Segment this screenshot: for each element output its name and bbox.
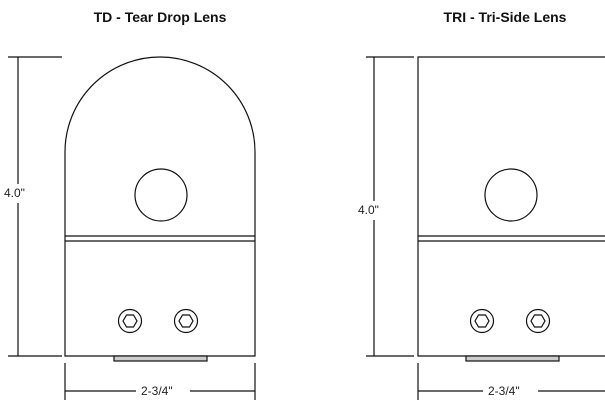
tri-side-height-dimension-lines — [366, 56, 414, 357]
tri-side-lens-base-bar — [465, 355, 560, 362]
tri-side-height-label: 4.0" — [358, 203, 379, 217]
tear-drop-width-label: 2-3/4" — [137, 384, 177, 398]
tear-drop-lens-base-bar — [113, 355, 208, 362]
tear-drop-lens-mount-hole — [134, 168, 188, 222]
tri-side-lens-mount-hole — [484, 168, 538, 222]
tear-drop-title: TD - Tear Drop Lens — [93, 9, 227, 25]
tear-drop-width-dimension-lines — [64, 363, 256, 400]
tear-drop-hex-screw-left — [117, 308, 143, 334]
tear-drop-height-dimension-lines — [8, 56, 62, 357]
tri-side-hex-screw-left — [469, 308, 495, 334]
tri-side-width-dimension-lines — [417, 363, 605, 400]
tri-side-lens-body — [417, 56, 605, 357]
tri-side-hex-screw-right — [525, 308, 551, 334]
tear-drop-hex-screw-right — [173, 308, 199, 334]
tear-drop-lens-seam — [65, 235, 255, 242]
tri-side-width-label: 2-3/4" — [484, 384, 524, 398]
tear-drop-lens-body — [64, 56, 256, 357]
tri-side-lens-seam — [418, 235, 605, 242]
tri-side-title: TRI - Tri-Side Lens — [443, 9, 567, 25]
tear-drop-height-label: 4.0" — [4, 186, 25, 200]
